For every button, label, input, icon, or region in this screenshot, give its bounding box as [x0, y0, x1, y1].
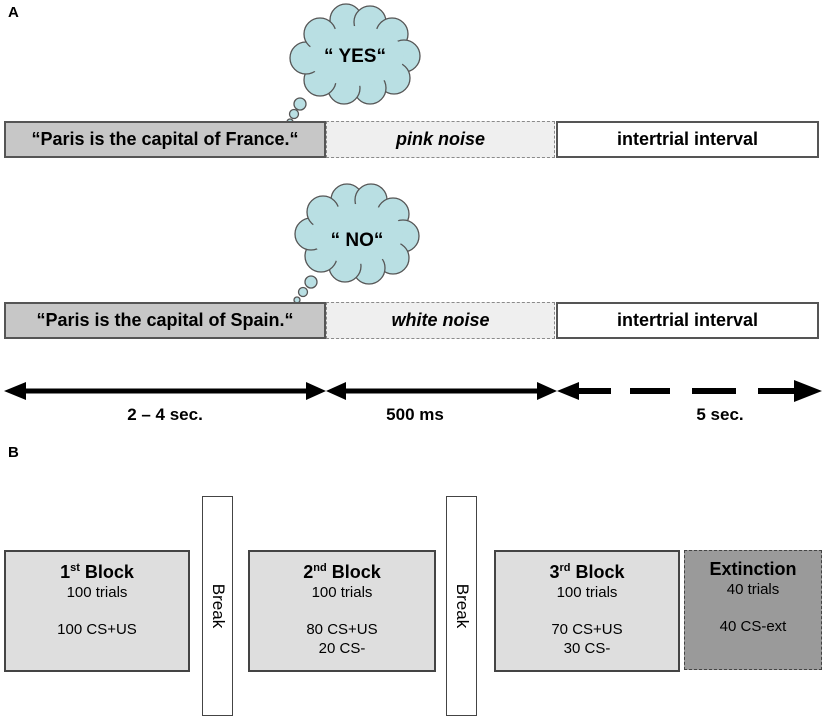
thought-no-text: “ NO“	[330, 230, 384, 251]
extinction-cs-line-1: 40 CS-ext	[719, 618, 787, 635]
sentence-duration-label: 2 – 4 sec.	[127, 405, 203, 424]
block-3-cs-line-2: 30 CS-	[563, 640, 611, 657]
extinction-block: Extinction 40 trials 40 CS-ext	[684, 550, 822, 670]
white-noise-bar: white noise	[326, 302, 555, 339]
sentence-true-bar: “Paris is the capital of France.“	[4, 121, 326, 158]
break-2-label: Break	[452, 583, 472, 629]
timeline-arrowhead-right	[794, 380, 822, 402]
block-1-title: 1st Block	[60, 562, 134, 582]
timeline-segment-noise	[344, 388, 540, 394]
intertrial-interval-bar-2: intertrial interval	[556, 302, 819, 339]
timeline-arrowhead-left	[4, 382, 26, 400]
timeline-arrows	[4, 380, 822, 402]
break-2: Break	[446, 496, 477, 716]
block-2-title: 2nd Block	[303, 562, 381, 582]
break-1: Break	[202, 496, 233, 716]
extinction-title: Extinction	[709, 559, 797, 579]
block-1-cs-line-1: 100 CS+US	[57, 621, 137, 638]
panel-b-label: B	[8, 444, 19, 461]
block-3-cs-line-1: 70 CS+US	[551, 621, 623, 638]
iti-duration-label: 5 sec.	[696, 405, 744, 424]
block-1: 1st Block 100 trials 100 CS+US	[4, 550, 190, 672]
block-3-trials: 100 trials	[556, 584, 618, 601]
block-3-title: 3rd Block	[549, 562, 625, 582]
thought-yes-text: “ YES“	[324, 46, 386, 67]
thought-cloud-no	[293, 183, 420, 304]
thought-cloud-yes	[286, 3, 421, 126]
block-2-cs-line-2: 20 CS-	[318, 640, 366, 657]
block-2-cs-line-1: 80 CS+US	[306, 621, 378, 638]
intertrial-interval-bar-1: intertrial interval	[556, 121, 819, 158]
break-1-label: Break	[208, 583, 228, 629]
panel-a-label: A	[8, 4, 19, 21]
block-2-trials: 100 trials	[311, 584, 373, 601]
pink-noise-bar: pink noise	[326, 121, 555, 158]
timeline-arrowhead-mid-right	[537, 382, 557, 400]
block-2: 2nd Block 100 trials 80 CS+US 20 CS-	[248, 550, 436, 672]
timeline-arrowhead-mid-left	[306, 382, 326, 400]
block-1-trials: 100 trials	[66, 584, 128, 601]
timeline-segment-sentence	[24, 388, 308, 394]
timeline-segment-iti-dash	[577, 388, 611, 394]
sentence-false-bar: “Paris is the capital of Spain.“	[4, 302, 326, 339]
block-3: 3rd Block 100 trials 70 CS+US 30 CS-	[494, 550, 680, 672]
extinction-trials: 40 trials	[726, 581, 780, 598]
noise-duration-label: 500 ms	[386, 405, 444, 424]
